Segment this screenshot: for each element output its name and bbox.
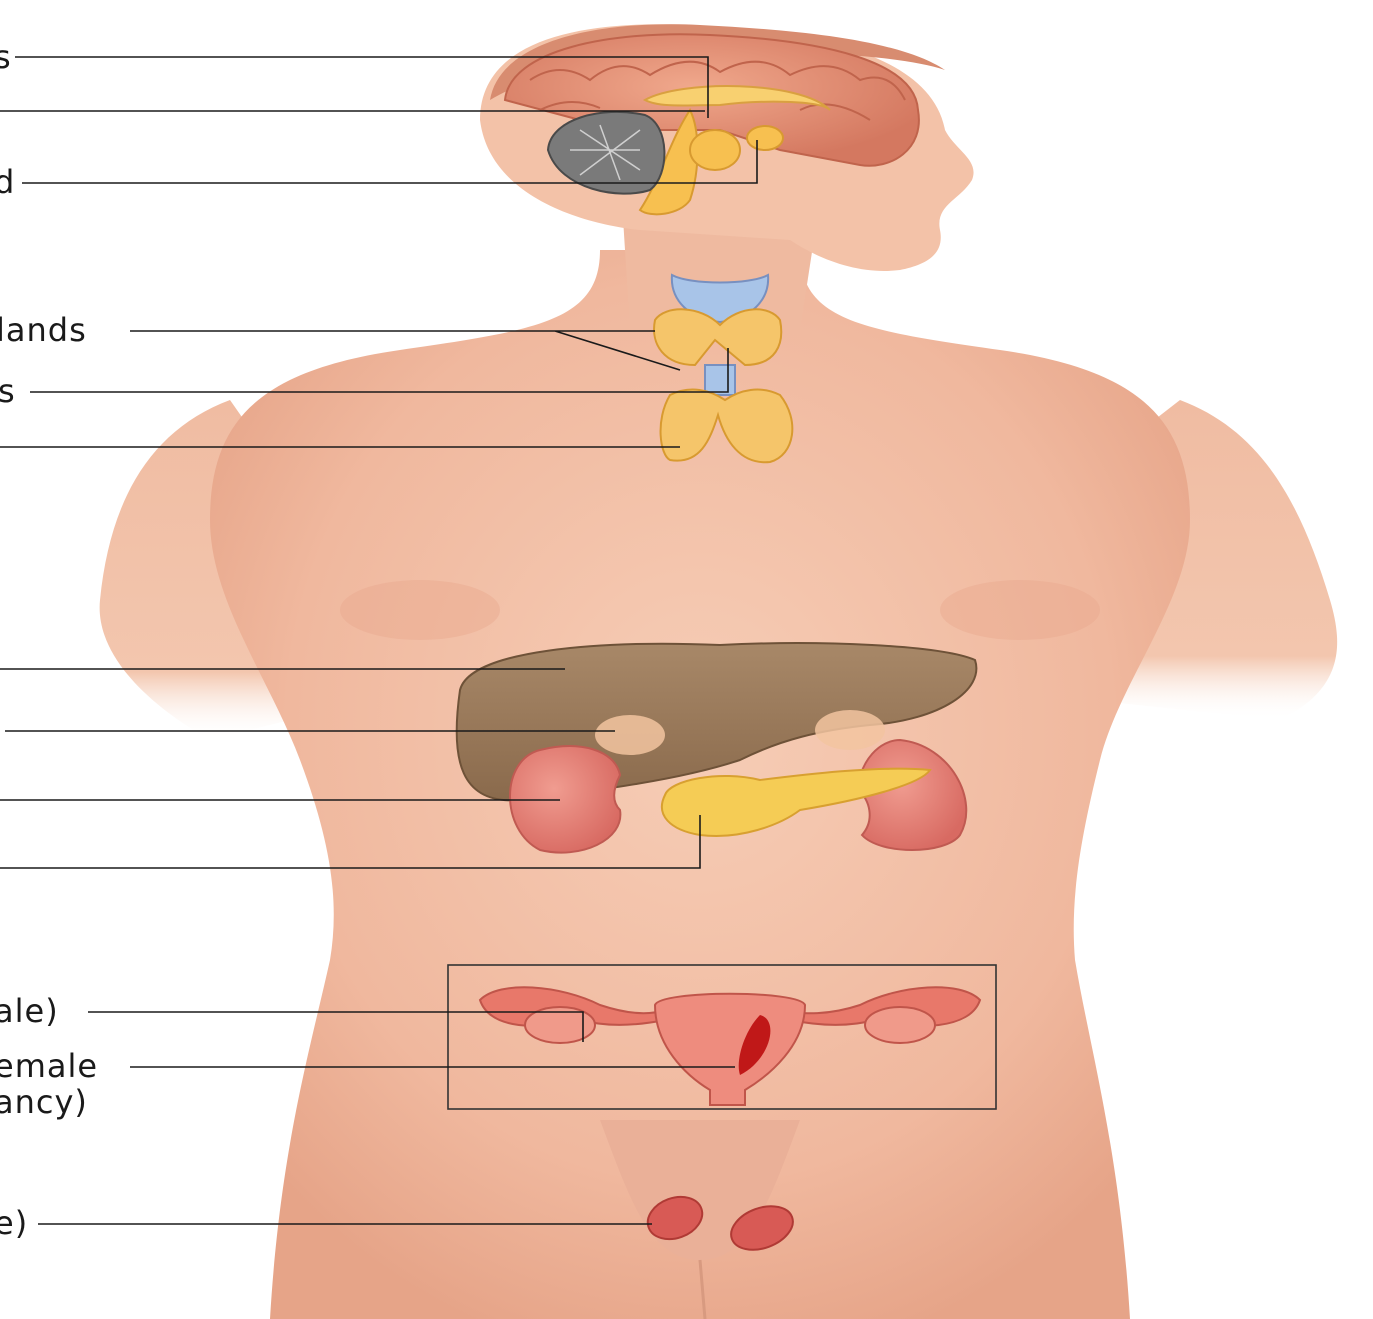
label-parathyroid: lands <box>0 311 87 349</box>
label-testis: e) <box>0 1204 28 1242</box>
label-placenta-line2: ancy) <box>0 1083 88 1121</box>
left-adrenal <box>595 715 665 755</box>
hypothalamus-region <box>690 130 740 170</box>
pituitary-region <box>747 126 783 150</box>
label-thyroid: s <box>0 372 16 410</box>
label-ovary: ale) <box>0 992 59 1030</box>
trachea <box>705 365 735 395</box>
right-pec-shadow <box>940 580 1100 640</box>
label-placenta-line1: emale <box>0 1047 98 1085</box>
right-ovary <box>865 1007 935 1043</box>
labels: s d lands s ale) emale ancy) e) <box>0 38 98 1242</box>
right-adrenal <box>815 710 885 750</box>
label-pineal: s <box>0 38 12 76</box>
label-pituitary: d <box>0 163 15 201</box>
abdominal-organs <box>457 643 977 852</box>
left-pec-shadow <box>340 580 500 640</box>
